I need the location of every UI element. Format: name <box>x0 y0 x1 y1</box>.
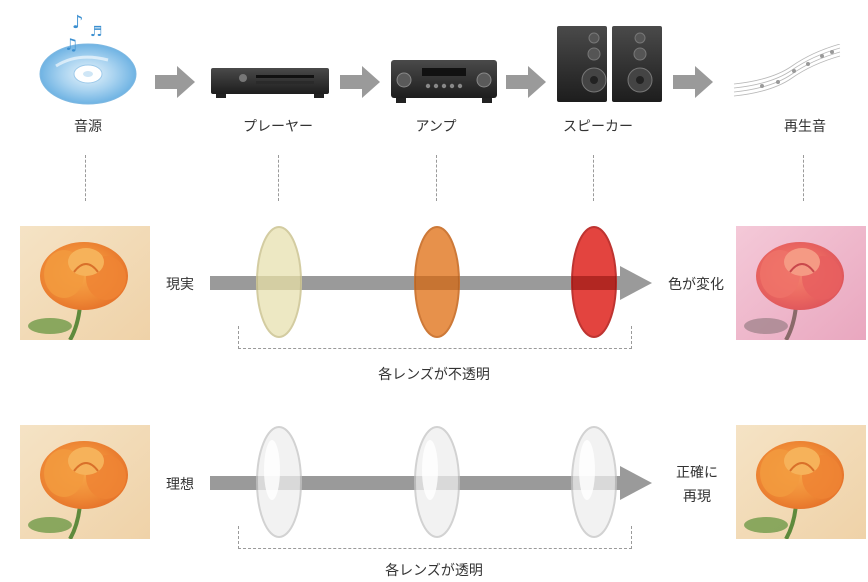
reality-bracket <box>238 326 632 349</box>
svg-text:♬: ♬ <box>90 24 103 40</box>
svg-text:♫: ♫ <box>64 35 78 54</box>
source-label: 音源 <box>74 119 102 135</box>
divider <box>278 155 279 201</box>
cd-icon: ♪ ♬ ♫ <box>38 12 138 107</box>
rose-photo-original <box>20 226 150 340</box>
sheet-music-icon <box>732 44 842 100</box>
lens-2 <box>414 226 460 338</box>
svg-text:♪: ♪ <box>72 12 84 33</box>
arrow-icon <box>506 66 546 98</box>
divider <box>593 155 594 201</box>
speaker-label: スピーカー <box>563 119 633 135</box>
lens-1 <box>256 426 302 538</box>
reality-diagram <box>200 220 660 345</box>
lens-1 <box>256 226 302 338</box>
lens-2 <box>414 426 460 538</box>
ideal-diagram <box>200 420 660 545</box>
arrow-icon <box>673 66 713 98</box>
lens-3 <box>571 426 617 538</box>
rose-photo-original <box>20 425 150 539</box>
reality-caption: 各レンズが不透明 <box>378 367 490 383</box>
divider <box>85 155 86 201</box>
divider <box>803 155 804 201</box>
rose-photo-reproduced <box>736 425 866 539</box>
ideal-result-line1: 正確に <box>676 465 718 481</box>
amplifier-icon <box>390 58 498 104</box>
output-label: 再生音 <box>784 119 826 135</box>
divider <box>436 155 437 201</box>
player-label: プレーヤー <box>243 119 313 135</box>
arrow-icon <box>340 66 380 98</box>
rose-photo-changed <box>736 226 866 340</box>
ideal-label: 理想 <box>166 477 194 493</box>
reality-result-label: 色が変化 <box>668 277 724 293</box>
speakers-icon <box>556 24 664 104</box>
ideal-result-line2: 再現 <box>683 489 711 505</box>
amplifier-label: アンプ <box>415 119 457 135</box>
lens-3 <box>571 226 617 338</box>
ideal-bracket <box>238 526 632 549</box>
player-icon <box>210 66 330 100</box>
ideal-caption: 各レンズが透明 <box>385 563 483 579</box>
reality-label: 現実 <box>166 277 194 293</box>
arrow-icon <box>155 66 195 98</box>
